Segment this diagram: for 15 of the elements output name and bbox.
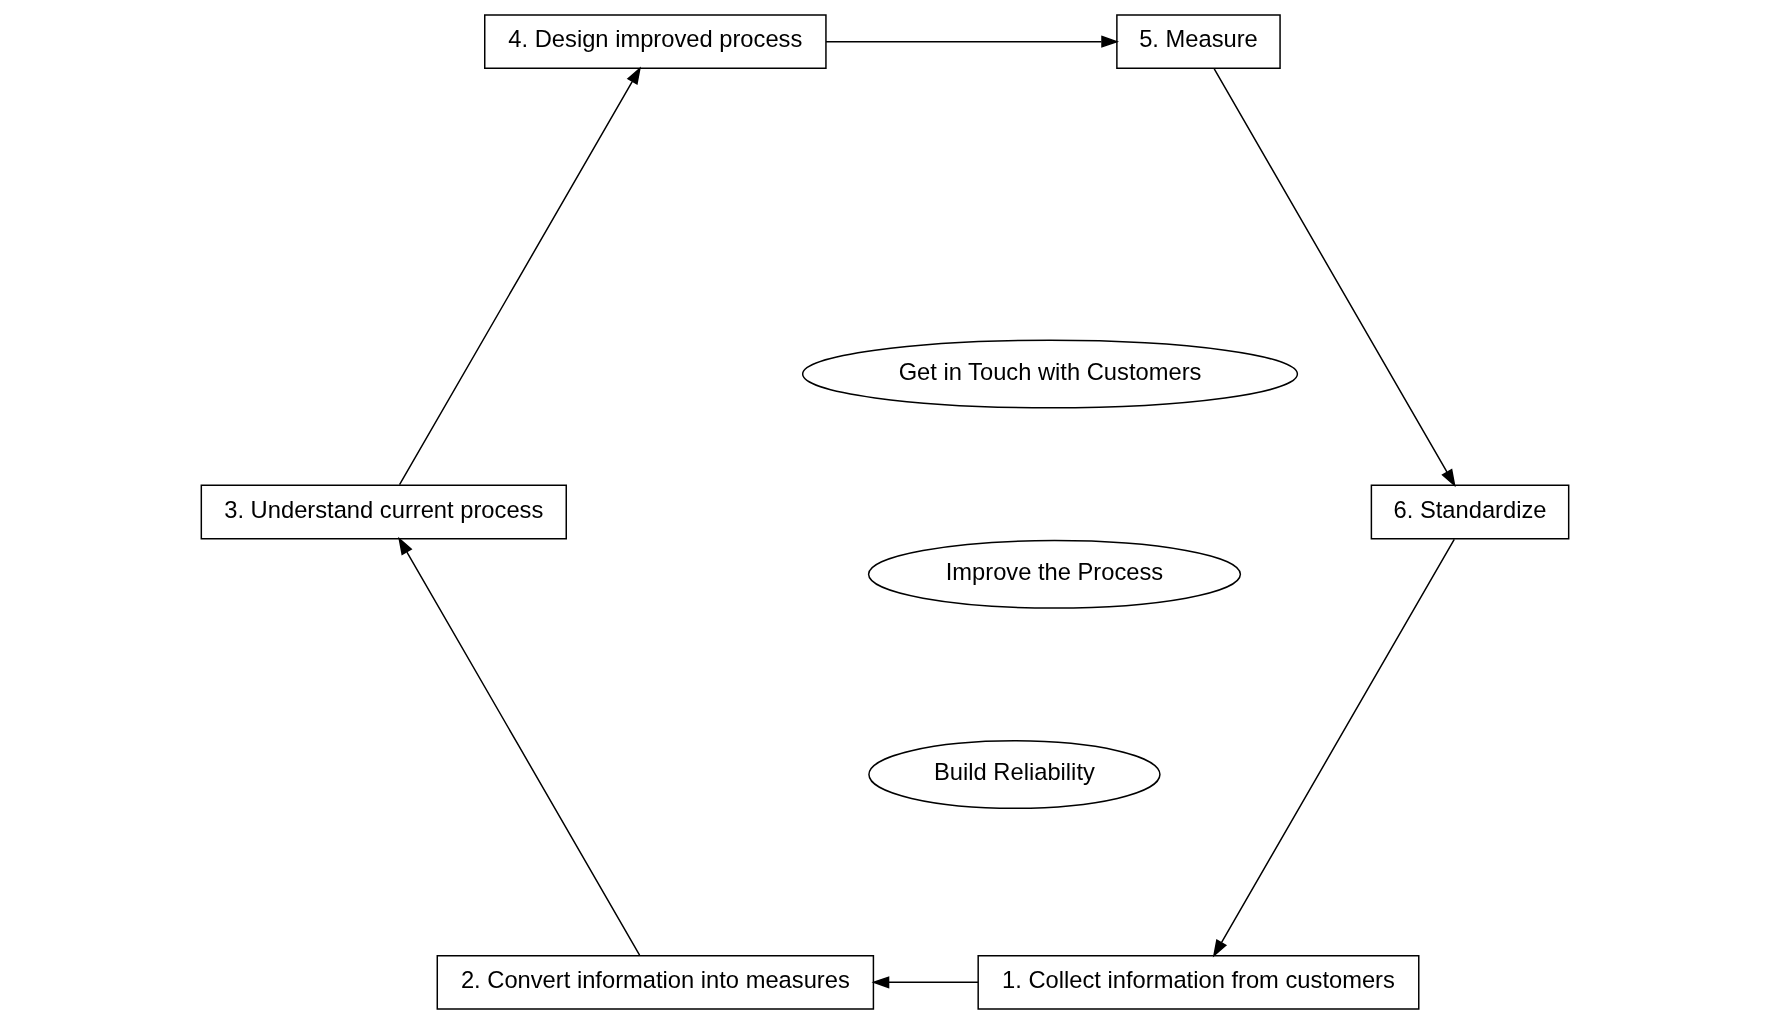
- node-ellipse: Get in Touch with Customers: [801, 339, 1299, 409]
- arrow: [398, 536, 641, 956]
- arrow: [1213, 67, 1456, 487]
- node-ellipse: Improve the Process: [867, 539, 1242, 609]
- arrow: [871, 975, 979, 989]
- node-box: 2. Convert information into measures: [436, 954, 875, 1010]
- arrow: [398, 66, 641, 485]
- node-box: 3. Understand current process: [200, 484, 567, 539]
- arrow: [825, 34, 1120, 48]
- arrow: [1212, 538, 1455, 957]
- node-box: 6. Standardize: [1370, 484, 1570, 539]
- node-box: 4. Design improved process: [484, 13, 827, 69]
- node-box: 5. Measure: [1116, 13, 1281, 69]
- node-box: 1. Collect information from customers: [977, 954, 1420, 1010]
- node-ellipse: Build Reliability: [868, 739, 1161, 809]
